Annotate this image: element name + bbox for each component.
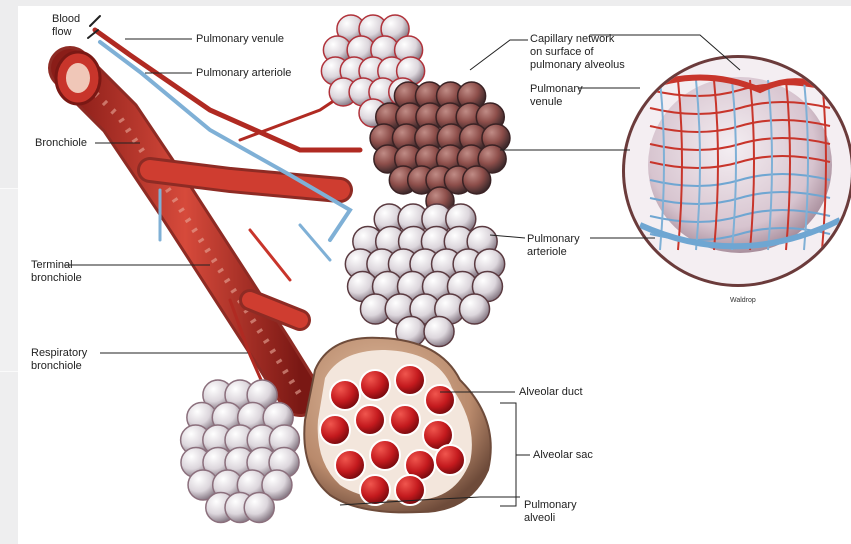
label-bronchiole: Bronchiole — [35, 137, 87, 150]
alveolus-red — [330, 380, 360, 410]
signature-waldrop: Waldrop — [730, 294, 756, 307]
label-blood-flow: Blood flow — [52, 13, 80, 39]
label-pulmonary-alveoli: Pulmonary alveoli — [524, 499, 577, 525]
capillary-network-inset — [622, 55, 851, 287]
alveolus-red — [370, 440, 400, 470]
alveolus-red — [435, 445, 465, 475]
alveolus-red — [390, 405, 420, 435]
label-capillary-network: Capillary network on surface of pulmonar… — [530, 33, 625, 72]
alveolar-cluster-middle — [345, 204, 504, 347]
alveolus-red — [425, 385, 455, 415]
alveolus-red — [335, 450, 365, 480]
alveolus-red — [360, 370, 390, 400]
alveolus — [424, 317, 454, 347]
alveolus — [244, 493, 274, 523]
label-terminal-bronchiole: Terminal bronchiole — [31, 259, 82, 285]
label-pulmonary-venule: Pulmonary venule — [196, 33, 284, 46]
alveolus-red — [360, 475, 390, 505]
alveolus — [460, 294, 490, 324]
alveolus-red — [320, 415, 350, 445]
label-pulmonary-arteriole-inset: Pulmonary arteriole — [527, 233, 580, 259]
alveolus-red — [395, 365, 425, 395]
label-pulmonary-arteriole: Pulmonary arteriole — [196, 67, 291, 80]
alveolus-red — [355, 405, 385, 435]
label-pulmonary-venule-inset: Pulmonary venule — [530, 83, 583, 109]
label-respiratory-bronchiole: Respiratory bronchiole — [31, 347, 87, 373]
alveolus — [463, 166, 491, 194]
label-alveolar-sac: Alveolar sac — [533, 449, 593, 462]
label-alveolar-duct: Alveolar duct — [519, 386, 583, 399]
alveolar-sac-cutaway — [304, 338, 490, 513]
